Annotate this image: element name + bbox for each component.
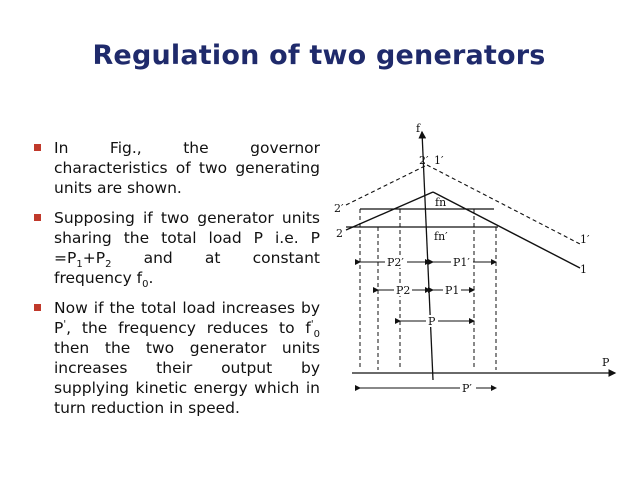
label-1-prime-right: 1′ xyxy=(580,233,590,246)
label-p: P xyxy=(428,315,436,328)
char-1 xyxy=(432,191,581,269)
bullet-text-3b: , the frequency reduces to f xyxy=(66,319,311,337)
label-2-prime-left: 2′ xyxy=(334,202,344,215)
bullet-item-3: Now if the total load increases by P', t… xyxy=(34,298,320,418)
sub-1: 1 xyxy=(76,259,83,271)
label-1-prime-top: 1′ xyxy=(434,154,444,167)
bullet-square-icon xyxy=(34,214,41,221)
label-2-prime-top: 2′ xyxy=(419,154,429,167)
sub-0: 0 xyxy=(142,279,149,291)
bullet-text-2c: and at constant frequency f xyxy=(54,249,320,287)
slide-title: Regulation of two generators xyxy=(92,40,546,71)
label-fn: fn xyxy=(435,196,446,209)
label-fn-prime: fn′ xyxy=(434,230,448,243)
bullet-text-3a: Now if the total load increases by P xyxy=(54,299,320,337)
bullet-list: In Fig., the governor characteristics of… xyxy=(34,138,320,428)
label-p2: P2 xyxy=(396,284,410,297)
char-2-prime xyxy=(345,164,428,206)
label-p-axis: P xyxy=(602,356,610,369)
sub-2: 2 xyxy=(105,259,112,271)
label-p-prime: P′ xyxy=(462,382,472,395)
bullet-text-1: In Fig., the governor characteristics of… xyxy=(54,139,320,197)
bullet-item-1: In Fig., the governor characteristics of… xyxy=(34,138,320,198)
sup-prime: ' xyxy=(63,318,67,330)
label-f-axis: f xyxy=(416,122,421,135)
label-p1: P1 xyxy=(445,284,459,297)
bullet-text-2a: Supposing if two generator units sharing… xyxy=(54,209,320,267)
bullet-square-icon xyxy=(34,304,41,311)
label-p1-prime: P1′ xyxy=(453,256,470,269)
sub-f0: 0 xyxy=(313,329,320,341)
bullet-text-2b: +P xyxy=(82,249,106,267)
label-1-right: 1 xyxy=(580,263,587,276)
f-axis xyxy=(418,130,434,381)
bullet-item-2: Supposing if two generator units sharing… xyxy=(34,208,320,291)
bullet-text-3c: then the two generator units increases t… xyxy=(54,339,320,417)
char-1-prime xyxy=(426,164,581,245)
char-2 xyxy=(345,191,434,231)
governor-characteristics-diagram: f P 2′ 1′ fn fn′ 2′ 2 1′ 1 P2′ P1′ P2 P1… xyxy=(334,122,617,395)
bullet-text-2d: . xyxy=(148,269,154,287)
bullet-square-icon xyxy=(34,144,41,151)
label-2-left: 2 xyxy=(336,227,343,240)
sup-prime-2: ' xyxy=(310,318,314,330)
label-p2-prime: P2′ xyxy=(387,256,404,269)
